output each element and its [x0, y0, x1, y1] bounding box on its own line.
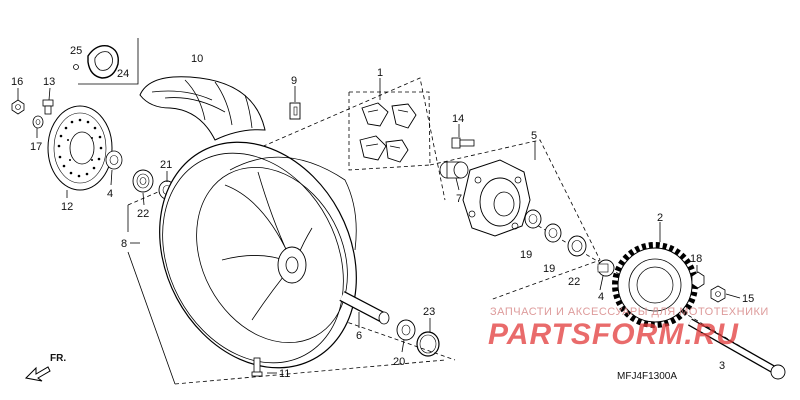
- leader-lines: [17, 78, 741, 374]
- callout-7: 7: [456, 193, 462, 205]
- sprocket-nut: [691, 271, 705, 289]
- bearing-left: [132, 169, 154, 193]
- callout-17: 17: [30, 141, 42, 153]
- tyre-valve: [251, 357, 263, 377]
- callout-5: 5: [531, 130, 537, 142]
- callout-labels: 1 2 3 4 4 5 6 7 8 9 10 11 12 13 14 15 16…: [11, 45, 754, 380]
- callout-11: 11: [279, 368, 290, 380]
- flange-bearing-3: [567, 235, 587, 257]
- flange-bearing-1: [524, 209, 542, 229]
- callout-4-right: 4: [598, 291, 604, 303]
- watermark-tagline: ЗАПЧАСТИ И АКСЕССУАРЫ ДЛЯ МОТОТЕХНИКИ: [490, 306, 769, 318]
- callout-22-left: 22: [137, 208, 149, 220]
- callout-19b: 19: [543, 263, 555, 275]
- front-direction-arrow: [24, 366, 51, 382]
- rear-wheel-rim: [159, 141, 357, 369]
- o-ring: [416, 331, 440, 357]
- front-direction-label: FR.: [50, 353, 67, 364]
- callout-20: 20: [393, 356, 405, 368]
- wheel-side-collar: [339, 291, 390, 325]
- flange-bearing-2: [544, 223, 562, 243]
- callout-9: 9: [291, 75, 297, 87]
- side-collar-right: [597, 259, 615, 277]
- callout-2: 2: [657, 212, 663, 224]
- diagram-code: MFJ4F1300A: [617, 371, 678, 382]
- washer: [32, 115, 44, 129]
- callout-1: 1: [377, 67, 383, 79]
- damper-rubber-set: [359, 102, 417, 163]
- nut: [11, 99, 25, 115]
- hub-collar: [439, 161, 469, 179]
- rear-axle: [688, 318, 786, 380]
- balance-weight: [289, 102, 301, 120]
- callout-22-right: 22: [568, 276, 580, 288]
- callout-25: 25: [70, 45, 82, 57]
- callout-15: 15: [742, 293, 754, 305]
- callout-3: 3: [719, 360, 725, 372]
- watermark-logo: PARTSFORM.RU: [488, 318, 739, 351]
- rear-tyre: [139, 76, 266, 141]
- callout-16: 16: [11, 76, 23, 88]
- callout-13: 13: [43, 76, 55, 88]
- bearing-right: [396, 319, 416, 341]
- inset-detail: [73, 38, 139, 85]
- callout-19a: 19: [520, 249, 532, 261]
- callout-4-left: 4: [107, 188, 113, 200]
- disc-bolt: [42, 99, 54, 115]
- brake-disc: [47, 105, 113, 191]
- callout-6: 6: [356, 330, 362, 342]
- callout-24: 24: [117, 68, 129, 80]
- callout-10: 10: [191, 53, 203, 65]
- callout-23: 23: [423, 306, 435, 318]
- hub-bolt: [451, 137, 475, 149]
- axle-nut: [710, 285, 726, 303]
- final-driven-flange: [462, 159, 531, 237]
- callout-8: 8: [121, 238, 127, 250]
- callout-21: 21: [160, 159, 172, 171]
- callout-12: 12: [61, 201, 73, 213]
- callout-14: 14: [452, 113, 464, 125]
- callout-18: 18: [690, 253, 702, 265]
- side-collar-left: [105, 150, 123, 170]
